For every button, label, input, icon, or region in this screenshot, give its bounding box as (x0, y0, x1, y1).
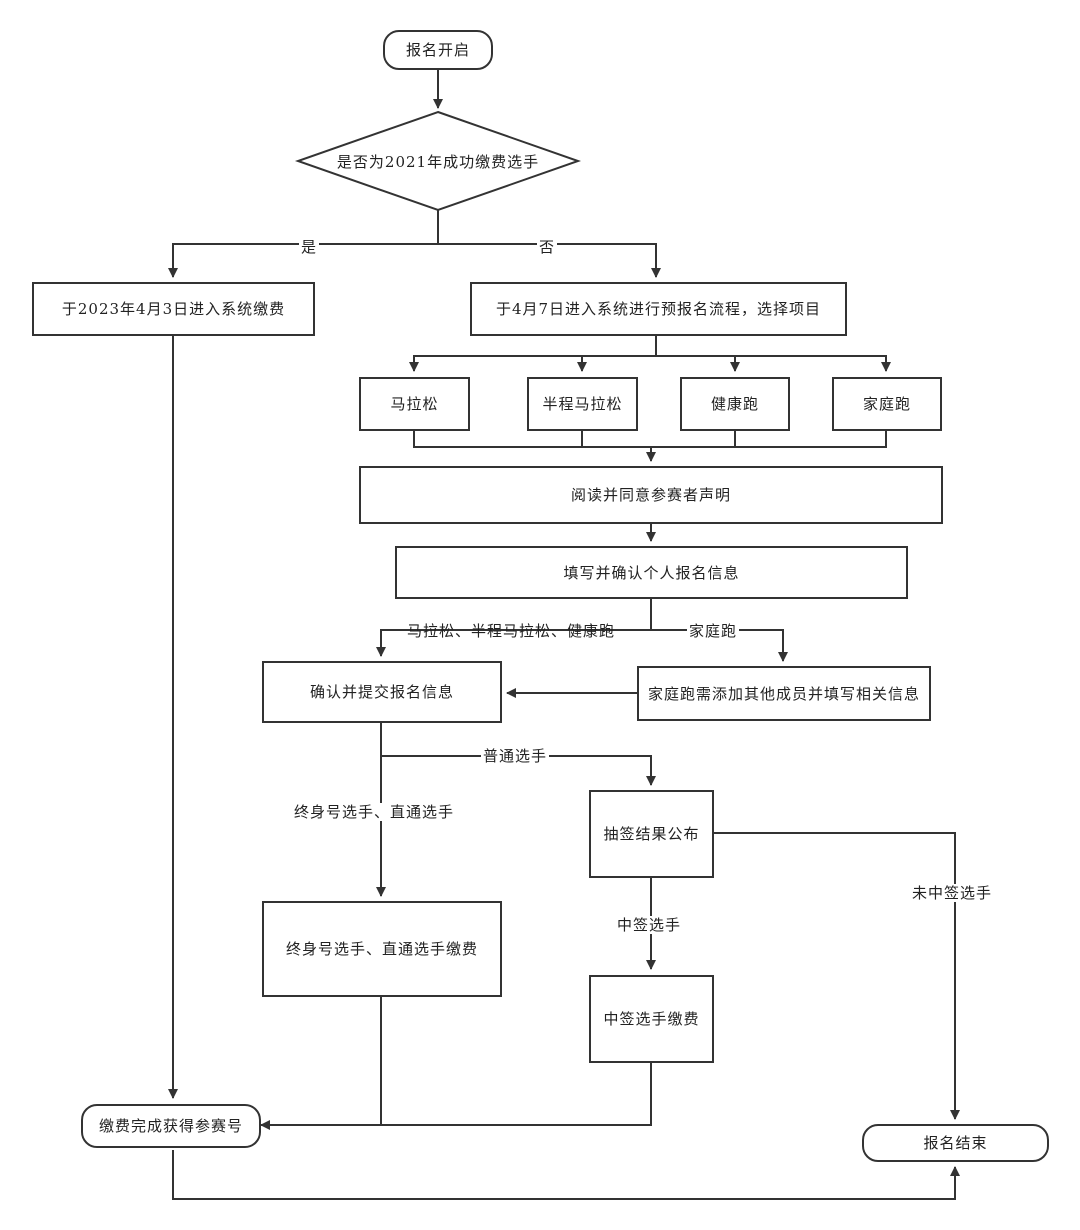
edge-loser (714, 832, 960, 1120)
edge-label-loser: 未中签选手 (910, 884, 995, 902)
read-agree-node: 阅读并同意参赛者声明 (359, 466, 943, 524)
start-node: 报名开启 (383, 30, 493, 70)
family-add-node: 家庭跑需添加其他成员并填写相关信息 (637, 666, 931, 721)
decision-label: 是否为2021年成功缴费选手 (336, 153, 540, 171)
edge-label-family: 家庭跑 (687, 622, 740, 640)
fill-info-node: 填写并确认个人报名信息 (395, 546, 908, 599)
edge-events-merge (413, 430, 887, 448)
edge-label-yes: 是 (299, 238, 320, 256)
edge-label-no: 否 (537, 238, 558, 256)
edge-no (438, 243, 661, 278)
edge-label-three-events: 马拉松、半程马拉松、健康跑 (407, 622, 616, 640)
edge-label-winner: 中签选手 (615, 916, 684, 934)
pay-done-node: 缴费完成获得参赛号 (81, 1104, 261, 1148)
edge-prereg-events (409, 336, 657, 372)
event-family-run-node: 家庭跑 (832, 377, 942, 431)
event-half-marathon-node: 半程马拉松 (527, 377, 638, 431)
event-health-run-node: 健康跑 (680, 377, 790, 431)
pay-2023-node: 于2023年4月3日进入系统缴费 (32, 282, 315, 336)
edge-label-normal: 普通选手 (481, 747, 550, 765)
winner-pay-node: 中签选手缴费 (589, 975, 714, 1063)
end-node: 报名结束 (862, 1124, 1049, 1162)
confirm-submit-node: 确认并提交报名信息 (262, 661, 502, 723)
edge-three-events (376, 598, 652, 657)
edge-normal (381, 755, 656, 786)
edge-winner-paydone (260, 1063, 652, 1130)
edge-paydone-end (172, 1150, 960, 1200)
edge-label-lifetime: 终身号选手、直通选手 (292, 803, 457, 821)
prereg-node: 于4月7日进入系统进行预报名流程，选择项目 (470, 282, 847, 336)
event-marathon-node: 马拉松 (359, 377, 470, 431)
lottery-node: 抽签结果公布 (589, 790, 714, 878)
lifetime-pay-node: 终身号选手、直通选手缴费 (262, 901, 502, 997)
